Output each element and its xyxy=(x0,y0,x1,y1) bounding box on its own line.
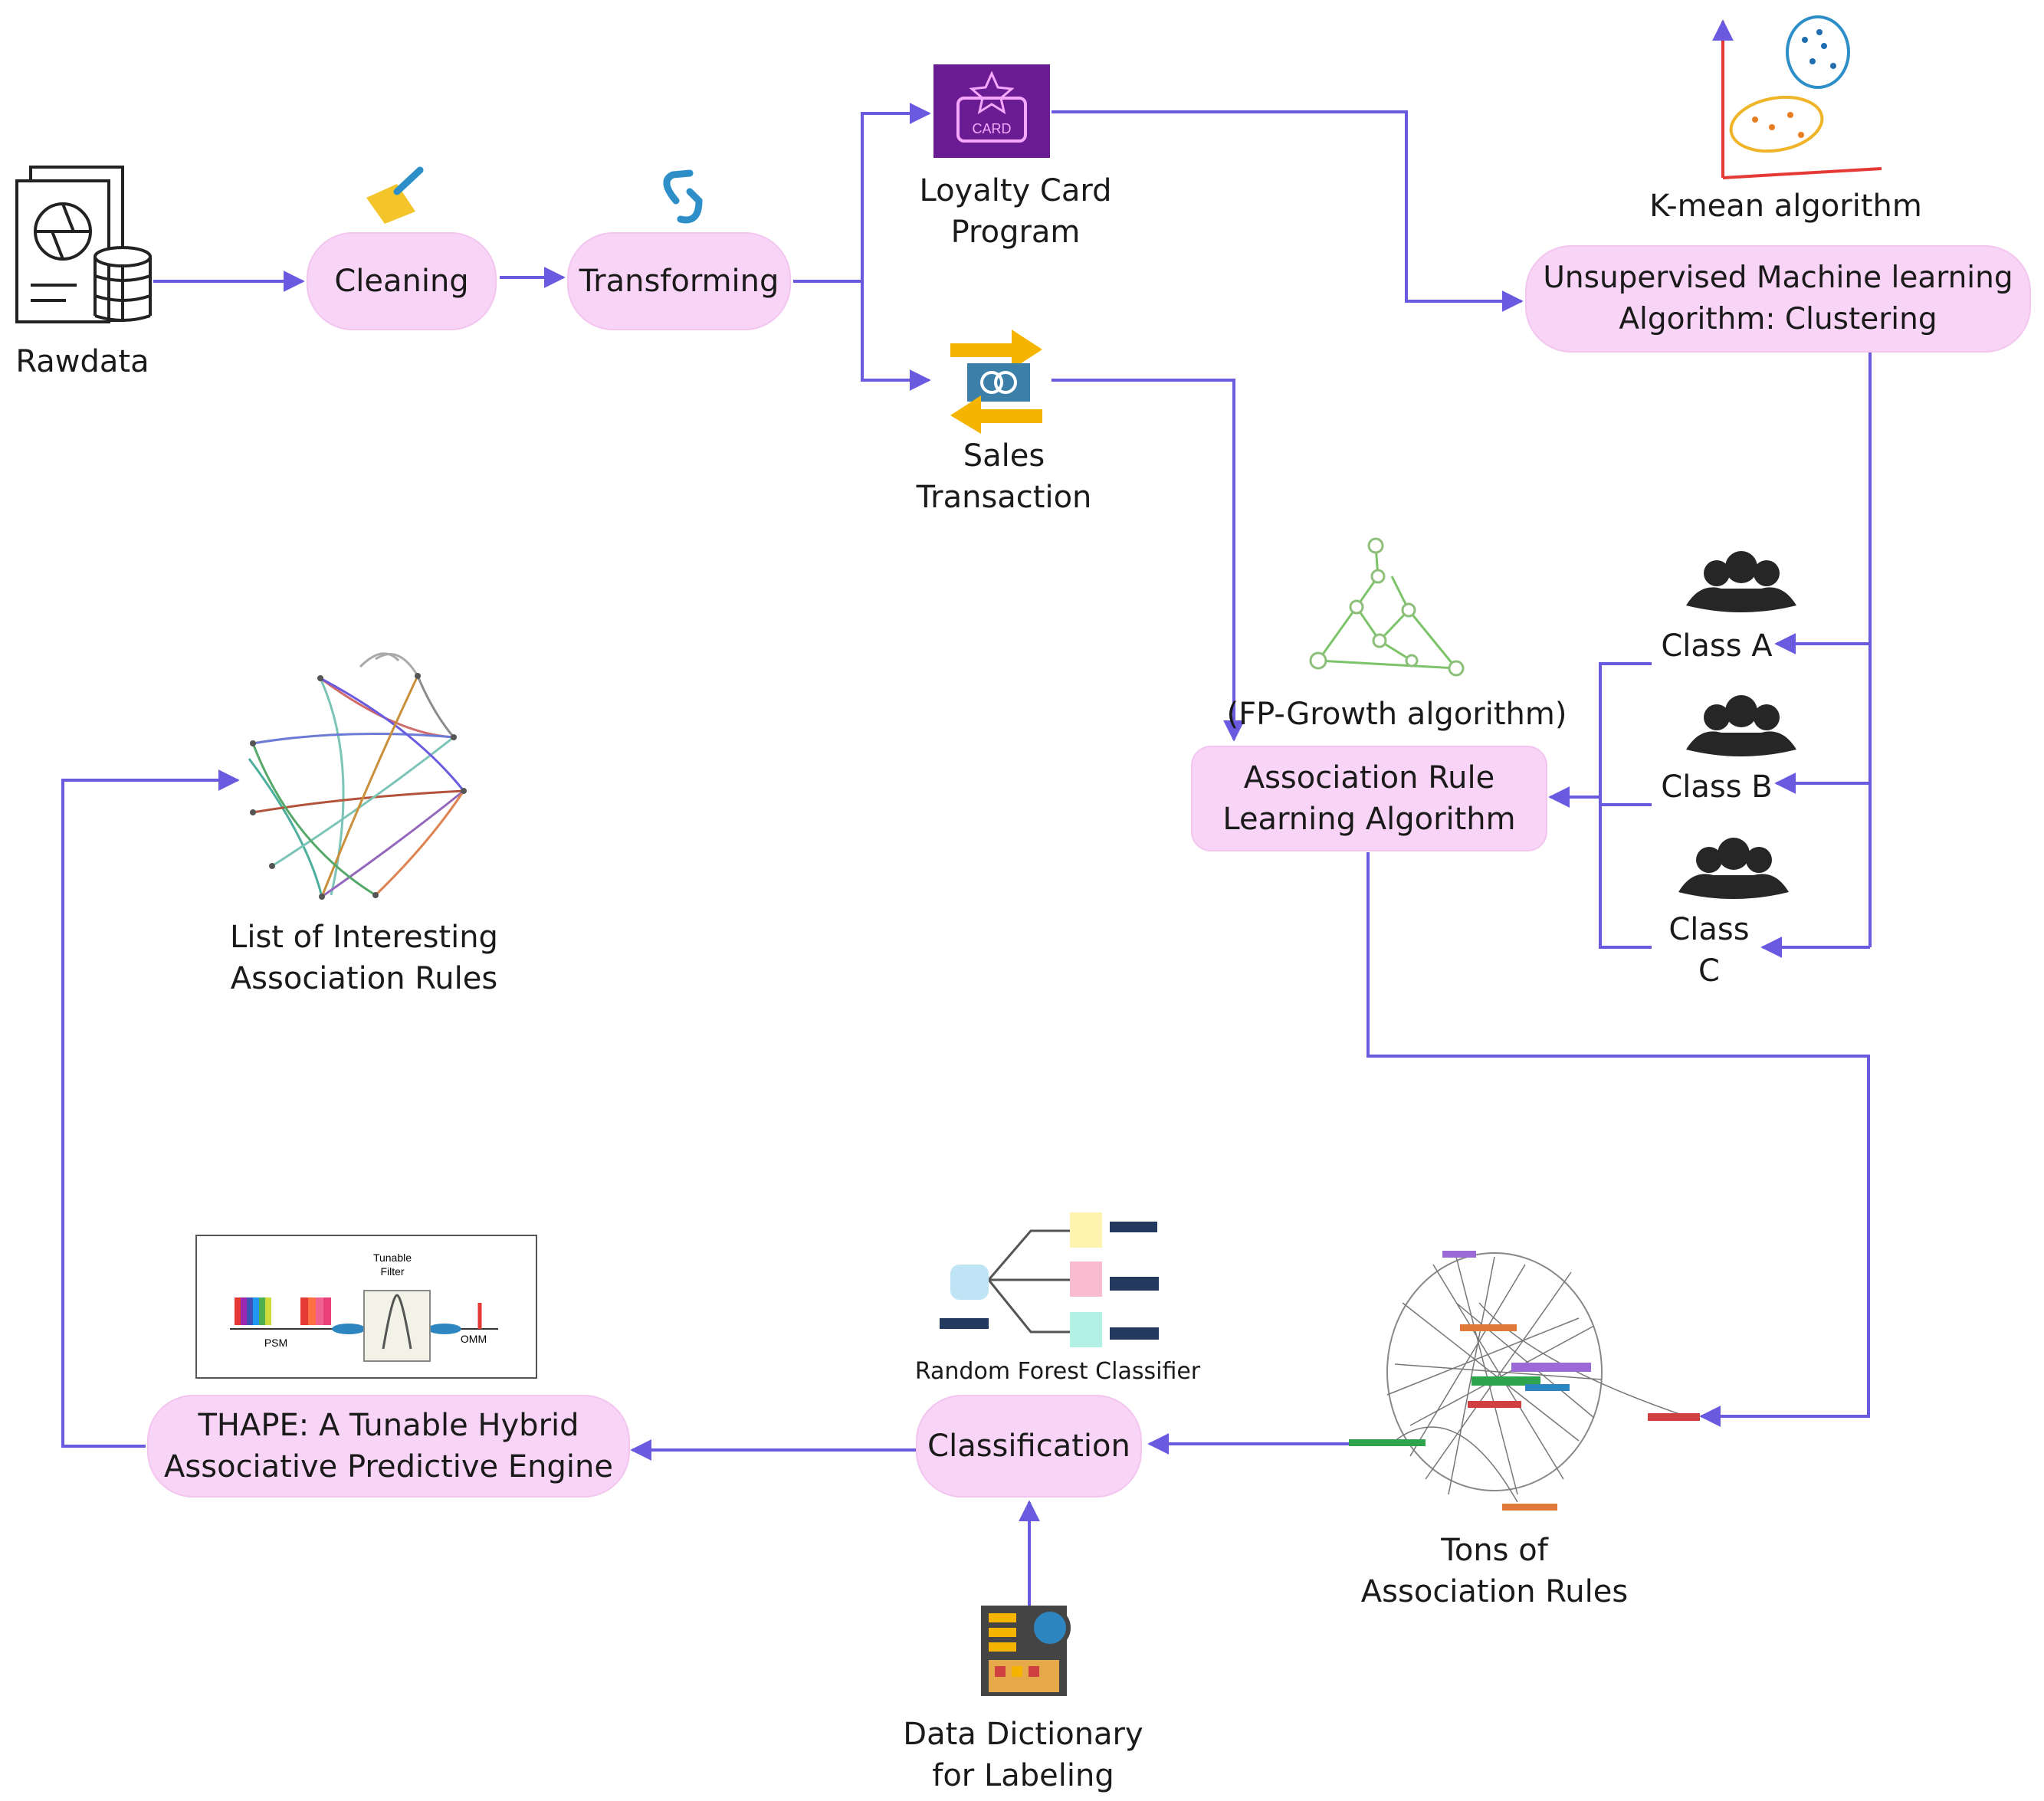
random-forest-icon xyxy=(940,1212,1159,1347)
thape-figure-left: PSM xyxy=(264,1337,287,1349)
kmeans-scatter-icon xyxy=(1712,15,1882,179)
broom-icon xyxy=(366,166,424,224)
arrow-sales-association xyxy=(1052,379,1245,742)
arrow-loyalty-clustering xyxy=(1052,110,1524,312)
dictionary-label: Data Dictionary for Labeling xyxy=(870,1714,1176,1796)
loyalty-label: Loyalty Card Program xyxy=(866,170,1165,253)
class-c-group-icon xyxy=(1678,838,1789,899)
classification-node[interactable]: Classification xyxy=(916,1395,1142,1498)
association-label-line1: Association Rule xyxy=(1243,760,1495,796)
connector-classes-association xyxy=(1599,662,1652,949)
tons-label-line1: Tons of xyxy=(1441,1533,1548,1568)
arrow-association-tons xyxy=(1366,852,1870,1427)
clustering-label-line2: Algorithm: Clustering xyxy=(1619,302,1937,336)
card-text: CARD xyxy=(972,121,1011,136)
class-b-group-icon xyxy=(1686,695,1796,756)
clustering-node[interactable]: Unsupervised Machine learning Algorithm:… xyxy=(1525,245,2031,353)
dictionary-label-line2: for Labeling xyxy=(932,1758,1114,1793)
thape-node[interactable]: THAPE: A Tunable Hybrid Associative Pred… xyxy=(147,1395,630,1498)
transforming-node[interactable]: Transforming xyxy=(567,232,791,330)
association-rule-node[interactable]: Association Rule Learning Algorithm xyxy=(1191,746,1547,851)
thape-filter-figure: Tunable Filter PSM OMM xyxy=(195,1235,537,1379)
transforming-label: Transforming xyxy=(579,264,779,299)
thape-figure-top2: Filter xyxy=(380,1265,404,1278)
tons-label: Tons of Association Rules xyxy=(1334,1530,1655,1612)
loyalty-card-icon: CARD xyxy=(933,64,1050,158)
interesting-rules-label: List of Interesting Association Rules xyxy=(192,917,536,999)
class-a-group-icon xyxy=(1686,551,1796,612)
sales-label-line1: Sales xyxy=(963,438,1045,474)
cleaning-label: Cleaning xyxy=(334,264,469,299)
thape-figure-top: Tunable xyxy=(373,1252,412,1264)
loyalty-label-line2: Program xyxy=(950,215,1081,250)
tons-label-line2: Association Rules xyxy=(1360,1574,1629,1609)
sales-label: Sales Transaction xyxy=(851,435,1157,518)
loyalty-label-line1: Loyalty Card xyxy=(919,173,1112,208)
sales-transaction-icon xyxy=(950,330,1042,434)
arrow-transforming-loyalty xyxy=(793,103,931,283)
rawdata-icon xyxy=(15,166,152,323)
data-dictionary-icon xyxy=(981,1606,1071,1696)
class-c-label: Class C xyxy=(1632,909,1786,992)
association-network-icon xyxy=(1349,1251,1700,1511)
association-chord-network-icon xyxy=(248,652,467,900)
sales-label-line2: Transaction xyxy=(916,480,1092,515)
class-b-label: Class B xyxy=(1661,769,1773,805)
dictionary-label-line1: Data Dictionary xyxy=(903,1717,1143,1752)
connectors xyxy=(61,103,1872,1606)
class-c-label-line2: C xyxy=(1698,953,1720,989)
interesting-label-line1: List of Interesting xyxy=(230,920,498,955)
clustering-label-line1: Unsupervised Machine learning xyxy=(1543,261,2013,295)
rawdata-label: Rawdata xyxy=(15,344,149,379)
classification-label: Classification xyxy=(927,1429,1130,1464)
random-forest-label: Random Forest Classifier xyxy=(914,1358,1201,1385)
fpgrowth-label: (FP-Growth algorithm) xyxy=(1226,697,1567,732)
thape-label-line1: THAPE: A Tunable Hybrid xyxy=(198,1408,579,1443)
class-c-label-line1: Class xyxy=(1668,912,1750,947)
association-label-line2: Learning Algorithm xyxy=(1222,802,1516,837)
cleaning-node[interactable]: Cleaning xyxy=(307,232,497,330)
fp-growth-graph-icon xyxy=(1309,537,1465,677)
class-a-label: Class A xyxy=(1661,628,1773,664)
thape-label-line2: Associative Predictive Engine xyxy=(164,1449,613,1484)
thape-figure-right: OMM xyxy=(461,1333,487,1345)
arrow-transforming-sales xyxy=(861,281,931,391)
arrow-thape-interesting xyxy=(61,769,240,1448)
kmeans-label: K-mean algorithm xyxy=(1649,189,1922,224)
interesting-label-line2: Association Rules xyxy=(230,961,498,996)
sync-icon xyxy=(663,169,703,224)
